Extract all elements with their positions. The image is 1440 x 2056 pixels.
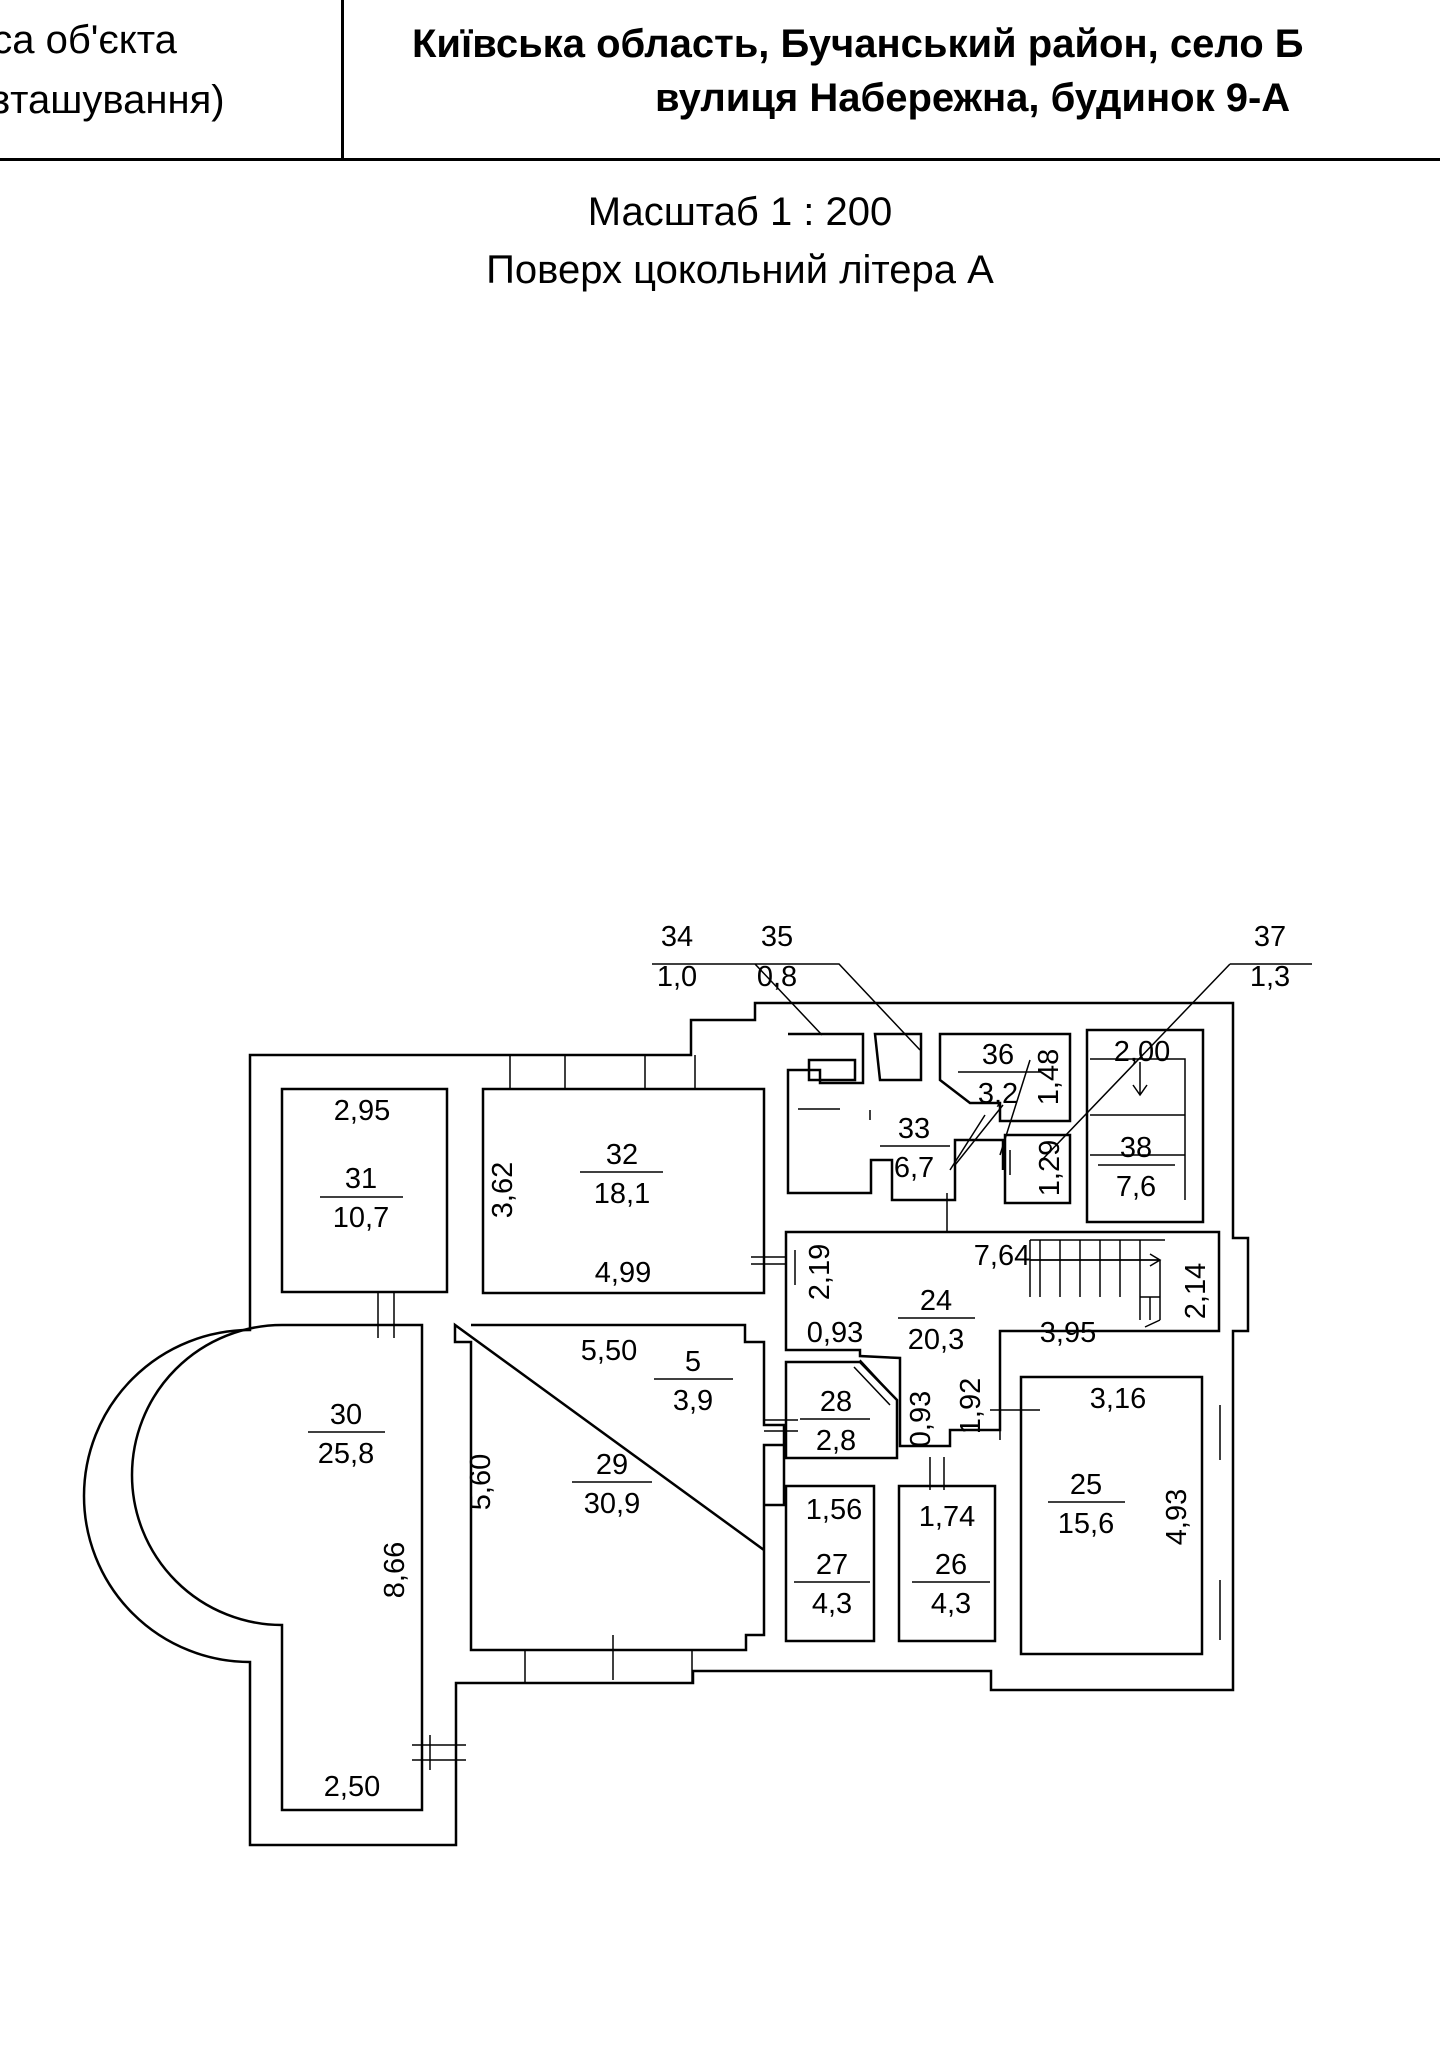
object-address-label-line1: еса об'єкта <box>0 18 177 62</box>
room-33-area: 6,7 <box>894 1152 934 1184</box>
room-35-area: 0,8 <box>757 961 797 993</box>
room-37-wall <box>1003 1133 1072 1205</box>
object-address-line2: вулиця Набережна, будинок 9-А <box>655 76 1291 120</box>
staircase-arrow <box>1030 1253 1162 1328</box>
room-32-number: 32 <box>606 1139 638 1171</box>
room-34-wall <box>807 1058 857 1082</box>
room-25-wall <box>1019 1375 1204 1656</box>
dim-3-95: 3,95 <box>1040 1317 1096 1349</box>
room-labels: 31 10,7 32 18,1 30 25,8 29 30,9 5 3,9 24… <box>318 921 1290 1620</box>
dim-5-60: 5,60 <box>465 1454 497 1510</box>
room-30-area: 25,8 <box>318 1438 374 1470</box>
object-address: Київська область, Бучанський район, село… <box>350 0 1440 158</box>
header-bottom-rule <box>0 158 1440 161</box>
dim-1-92: 1,92 <box>955 1378 987 1434</box>
diagonal-door <box>853 1104 1004 1406</box>
room-29-area: 30,9 <box>584 1488 640 1520</box>
dim-5-50: 5,50 <box>581 1335 637 1367</box>
object-address-label: еса об'єкта озташування) <box>0 0 330 158</box>
object-address-line1: Київська область, Бучанський район, село… <box>412 22 1304 66</box>
door-ticks <box>360 1108 1040 1770</box>
room-35-wall <box>873 1032 923 1082</box>
room-26-area: 4,3 <box>931 1588 971 1620</box>
room-32-wall <box>481 1087 766 1295</box>
dim-1-74: 1,74 <box>919 1501 975 1533</box>
room-28-wall <box>784 1360 899 1460</box>
dim-3-62: 3,62 <box>487 1162 519 1218</box>
dimension-labels: 2,95 4,99 5,50 2,50 0,93 7,64 3,95 3,16 … <box>324 1036 1170 1803</box>
room-25-area: 15,6 <box>1058 1508 1114 1540</box>
floor-caption: Поверх цокольний літера А <box>486 248 994 292</box>
room-32-area: 18,1 <box>594 1178 650 1210</box>
room-38-area: 7,6 <box>1116 1171 1156 1203</box>
room-36-area: 3,2 <box>978 1078 1018 1110</box>
room-30-number: 30 <box>330 1399 362 1431</box>
room-26-number: 26 <box>935 1549 967 1581</box>
dim-4-93: 4,93 <box>1161 1489 1193 1545</box>
outer-wall <box>82 1001 1250 1847</box>
room-28-area: 2,8 <box>816 1425 856 1457</box>
room-37-area: 1,3 <box>1250 961 1290 993</box>
dim-0-93-a: 0,93 <box>807 1317 863 1349</box>
room-36-number: 36 <box>982 1039 1014 1071</box>
dim-7-64: 7,64 <box>974 1240 1030 1272</box>
dim-2-14: 2,14 <box>1180 1263 1212 1319</box>
plan-walls <box>82 963 1312 1847</box>
scale-caption: Масштаб 1 : 200 <box>587 190 893 234</box>
room-36-wall <box>938 1032 1072 1123</box>
room-31-area: 10,7 <box>333 1202 389 1234</box>
leader-lines <box>652 963 1312 1171</box>
dim-3-16: 3,16 <box>1090 1383 1146 1415</box>
room-26-wall <box>897 1484 997 1643</box>
dim-2-00: 2,00 <box>1114 1036 1170 1068</box>
room-38-number: 38 <box>1120 1132 1152 1164</box>
dim-2-50: 2,50 <box>324 1771 380 1803</box>
room-37-number: 37 <box>1254 921 1286 953</box>
room-29-wall <box>453 1322 786 1652</box>
room-24-number: 24 <box>920 1285 952 1317</box>
room-33-number: 33 <box>898 1113 930 1145</box>
room-31-number: 31 <box>345 1163 377 1195</box>
fraction-lines <box>308 1071 1175 1583</box>
room-27-area: 4,3 <box>812 1588 852 1620</box>
room-30-wall <box>130 1323 424 1812</box>
room-5-number: 5 <box>685 1346 701 1378</box>
dim-0-93-b: 0,93 <box>905 1391 937 1447</box>
room-24-wall <box>784 1230 1221 1448</box>
dim-8-66: 8,66 <box>379 1542 411 1598</box>
room-33-wall <box>786 1032 1005 1202</box>
room-25-number: 25 <box>1070 1469 1102 1501</box>
room-34-area: 1,0 <box>657 961 697 993</box>
vertical-dimension-labels: 3,62 5,60 8,66 2,19 0,93 1,92 2,14 4,93 … <box>379 1049 1212 1598</box>
header-divider <box>341 0 344 160</box>
document-header: еса об'єкта озташування) Київська област… <box>0 0 1440 161</box>
room-38-wall <box>1085 1028 1205 1224</box>
room-34-number: 34 <box>661 921 693 953</box>
dim-4-99: 4,99 <box>595 1257 651 1289</box>
window-openings <box>509 1055 1221 1683</box>
dim-2-19: 2,19 <box>804 1244 836 1300</box>
room-27-wall <box>784 1484 876 1643</box>
dim-1-29: 1,29 <box>1034 1140 1066 1196</box>
staircase <box>1029 1239 1165 1320</box>
room-5-area: 3,9 <box>673 1385 713 1417</box>
dim-1-48: 1,48 <box>1033 1049 1065 1105</box>
room-27-number: 27 <box>816 1549 848 1581</box>
room-28-number: 28 <box>820 1386 852 1418</box>
object-address-label-line2: озташування) <box>0 78 225 122</box>
room-35-number: 35 <box>761 921 793 953</box>
room-24-area: 20,3 <box>908 1324 964 1356</box>
room-29-number: 29 <box>596 1449 628 1481</box>
room-38-arrow <box>1132 1062 1148 1097</box>
dim-2-95: 2,95 <box>334 1095 390 1127</box>
room-38-stairs <box>1090 1058 1186 1200</box>
dim-1-56: 1,56 <box>806 1494 862 1526</box>
